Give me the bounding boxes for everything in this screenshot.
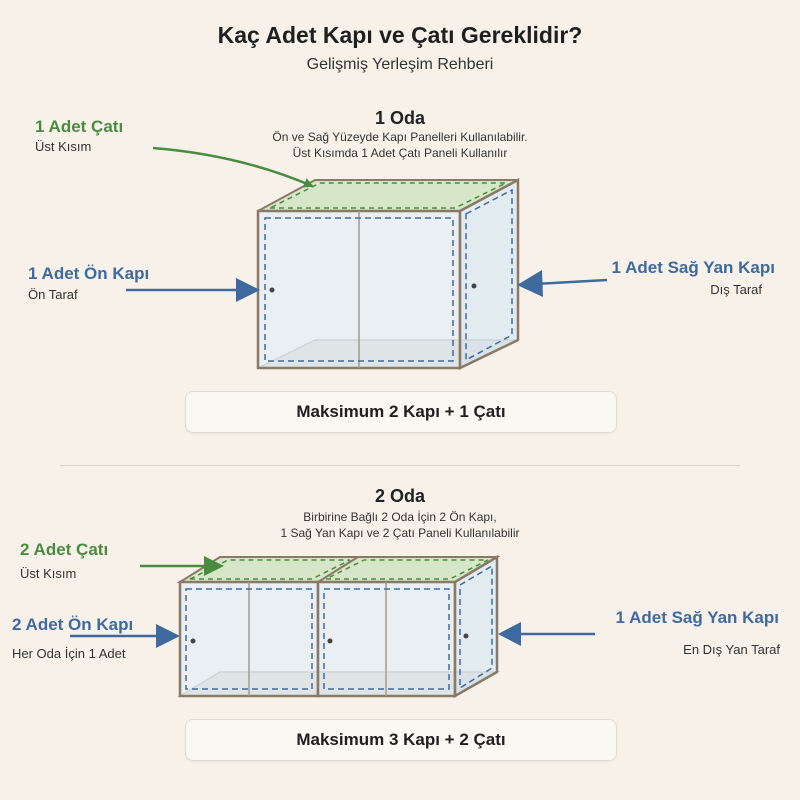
section2-title: 2 Oda xyxy=(374,486,426,506)
cabinet-2-side-handle xyxy=(463,633,469,639)
page-subtitle: Gelişmiş Yerleşim Rehberi xyxy=(306,56,494,73)
section2-side-arrow xyxy=(498,622,595,646)
cabinet-1 xyxy=(256,177,520,370)
section2-front-sub: Her Oda İçin 1 Adet xyxy=(12,646,126,661)
section1-desc-line2: Üst Kısımda 1 Adet Çatı Paneli Kullanılı… xyxy=(292,146,508,160)
section1-desc-line1: Ön ve Sağ Yüzeyde Kapı Panelleri Kullanı… xyxy=(272,130,528,144)
section1-roof-arrow xyxy=(152,146,314,188)
cabinet-1-front-door-dashed xyxy=(264,217,454,362)
section2-side-sub: En Dış Yan Taraf xyxy=(683,642,780,657)
cabinet-2 xyxy=(176,554,501,699)
section2-roof-arrow xyxy=(140,556,224,576)
page-title: Kaç Adet Kapı ve Çatı Gereklidir? xyxy=(217,22,583,48)
section2-front-arrow xyxy=(70,624,180,648)
section1-title: 1 Oda xyxy=(374,108,426,128)
cabinet-2-front-left-door-dashed xyxy=(185,588,313,690)
section-divider xyxy=(60,465,740,466)
cabinet-2-side-door-dashed xyxy=(459,564,493,690)
cabinet-2-front-left-handle xyxy=(190,638,196,644)
cabinet-1-side xyxy=(458,177,520,370)
section1-roof-label: 1 Adet Çatı xyxy=(35,117,124,136)
cabinet-2-roof-dashed-right xyxy=(325,559,489,580)
section2-desc-line2: 1 Sağ Yan Kapı ve 2 Çatı Paneli Kullanıl… xyxy=(280,526,520,540)
section1-side-sub: Dış Taraf xyxy=(710,282,762,297)
section2-desc-line1: Birbirine Bağlı 2 Oda İçin 2 Ön Kapı, xyxy=(303,510,497,524)
section1-front-sub: Ön Taraf xyxy=(28,287,78,302)
section1-roof-sub: Üst Kısım xyxy=(35,139,92,154)
section2-summary-box: Maksimum 3 Kapı + 2 Çatı xyxy=(185,719,617,761)
section2-roof-sub: Üst Kısım xyxy=(20,566,77,581)
cabinet-1-side-handle xyxy=(471,283,477,289)
cabinet-2-front-right-handle xyxy=(327,638,333,644)
section2-roof-label: 2 Adet Çatı xyxy=(20,540,109,559)
section1-side-arrow xyxy=(517,270,608,297)
cabinet-2-side xyxy=(453,554,499,699)
cabinet-2-front-right-door-dashed xyxy=(323,588,450,690)
cabinet-1-front-handle xyxy=(269,287,275,293)
section1-front-arrow xyxy=(126,278,260,302)
section2-front-label: 2 Adet Ön Kapı xyxy=(12,615,134,634)
section1-summary-box: Maksimum 2 Kapı + 1 Çatı xyxy=(185,391,617,433)
section1-front-label: 1 Adet Ön Kapı xyxy=(28,264,150,283)
section2-side-label: 1 Adet Sağ Yan Kapı xyxy=(615,608,779,627)
section1-side-label: 1 Adet Sağ Yan Kapı xyxy=(611,258,775,277)
cabinet-1-side-door-dashed xyxy=(465,188,513,362)
